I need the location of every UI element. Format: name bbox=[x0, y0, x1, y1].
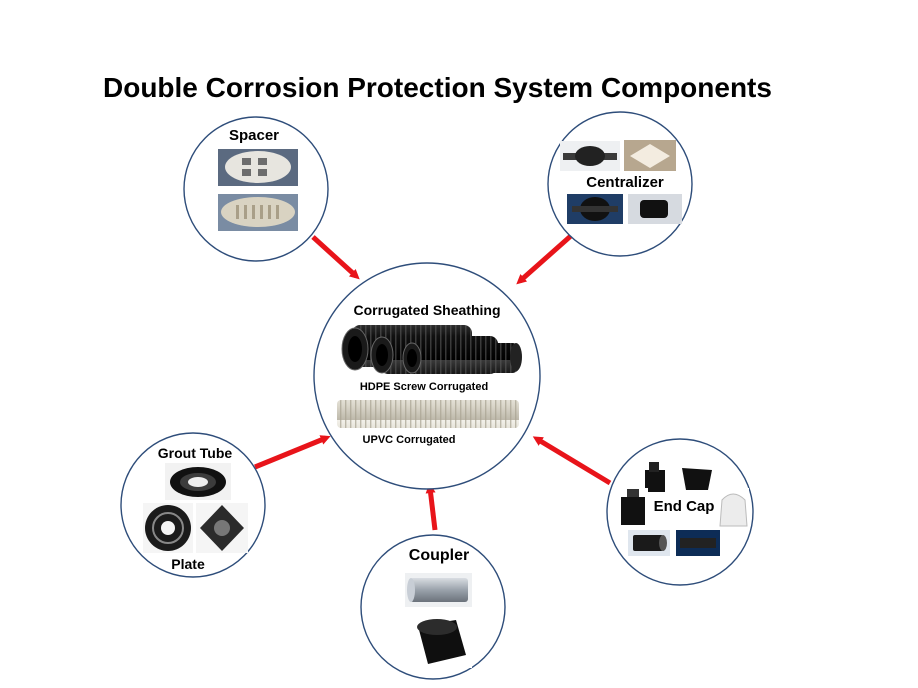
end-cap-node: End Cap bbox=[606, 438, 754, 586]
spacer-label: Spacer bbox=[229, 127, 279, 144]
grout-tube-coil-photo bbox=[165, 463, 231, 500]
diagram-title: Double Corrosion Protection System Compo… bbox=[103, 72, 772, 103]
plate-photo bbox=[143, 503, 248, 553]
black-corrugated-pipe-photo bbox=[341, 325, 522, 374]
arrow-endcap-to-center bbox=[532, 436, 612, 486]
grout-tube-plate-node: Grout Tube Plate bbox=[120, 432, 266, 578]
arrow-grout-to-center bbox=[254, 435, 331, 470]
spacer-photo bbox=[218, 149, 298, 231]
center-node: Corrugated Sheathing HDPE Screw Corrugat… bbox=[313, 262, 541, 490]
arrow-centralizer-to-center bbox=[516, 232, 575, 285]
arrow-coupler-to-center bbox=[425, 483, 438, 531]
end-cap-photo bbox=[618, 461, 749, 556]
coupler-label: Coupler bbox=[409, 547, 469, 564]
spacer-node: Spacer bbox=[183, 116, 329, 262]
plate-label: Plate bbox=[171, 556, 205, 572]
centralizer-node: Centralizer bbox=[547, 111, 693, 257]
end-cap-label: End Cap bbox=[654, 498, 715, 515]
arrows bbox=[254, 232, 612, 531]
upvc-label: UPVC Corrugated bbox=[363, 434, 456, 446]
hdpe-label: HDPE Screw Corrugated bbox=[360, 381, 488, 393]
white-corrugated-pipe-photo bbox=[337, 400, 519, 428]
centralizer-label: Centralizer bbox=[586, 174, 664, 191]
grout-tube-label: Grout Tube bbox=[158, 445, 233, 461]
coupler-node: Coupler bbox=[360, 534, 506, 680]
coupler-photo bbox=[405, 573, 472, 668]
centralizer-photo bbox=[560, 140, 682, 224]
center-label: Corrugated Sheathing bbox=[353, 302, 500, 318]
center-circle bbox=[313, 262, 541, 490]
arrow-spacer-to-center bbox=[311, 235, 360, 280]
